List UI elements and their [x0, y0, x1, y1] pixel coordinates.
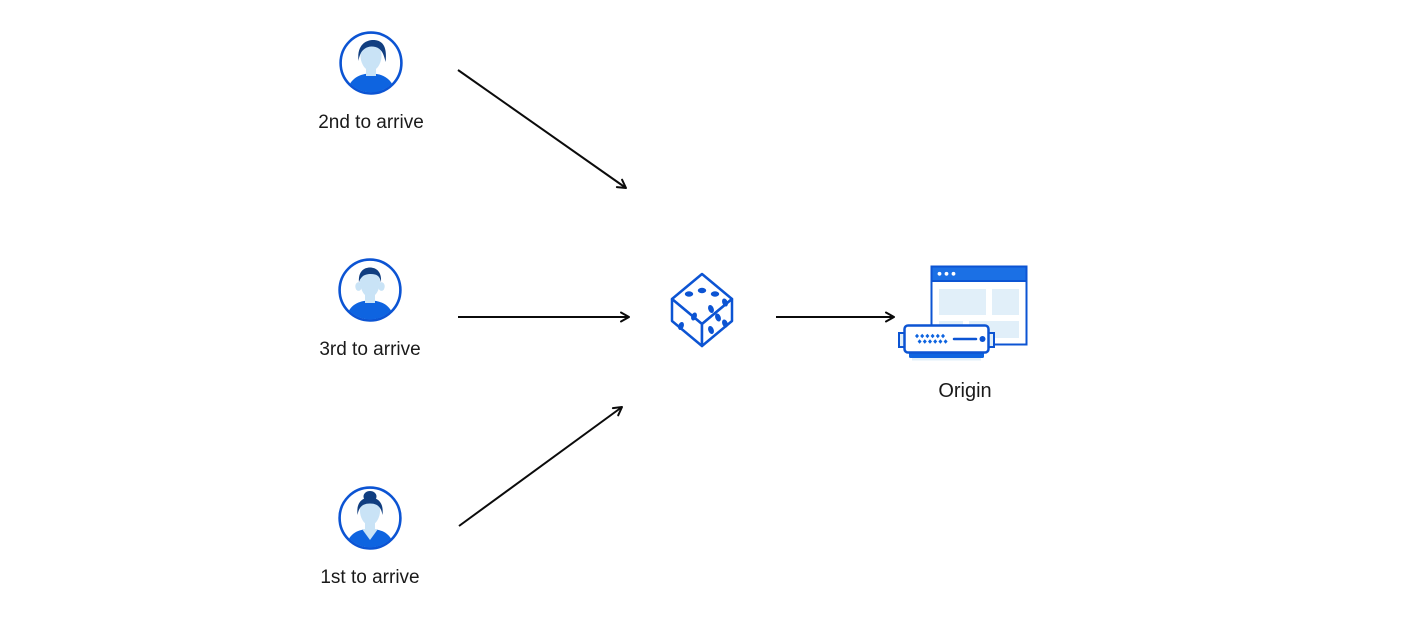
avatar-man-short-hair-icon — [338, 258, 402, 322]
dice-node — [669, 271, 735, 349]
arrow-client-1st-to-dice — [458, 406, 623, 527]
client-label: 1st to arrive — [320, 567, 420, 588]
arrow-client-2nd-to-dice — [457, 69, 627, 189]
client-label: 3rd to arrive — [319, 339, 421, 360]
client-node-3rd: 3rd to arrive — [295, 257, 445, 362]
server-icon — [898, 324, 995, 361]
origin-node: Origin — [890, 263, 1040, 403]
dice-icon — [670, 272, 734, 348]
avatar-woman-bun-hair-icon — [338, 486, 402, 550]
client-node-2nd: 2nd to arrive — [296, 30, 446, 135]
origin-server-window-icon — [898, 265, 1028, 361]
client-label: 2nd to arrive — [318, 112, 424, 133]
client-node-1st: 1st to arrive — [295, 485, 445, 590]
avatar-man-swoop-hair-icon — [339, 31, 403, 95]
origin-label: Origin — [938, 380, 992, 402]
